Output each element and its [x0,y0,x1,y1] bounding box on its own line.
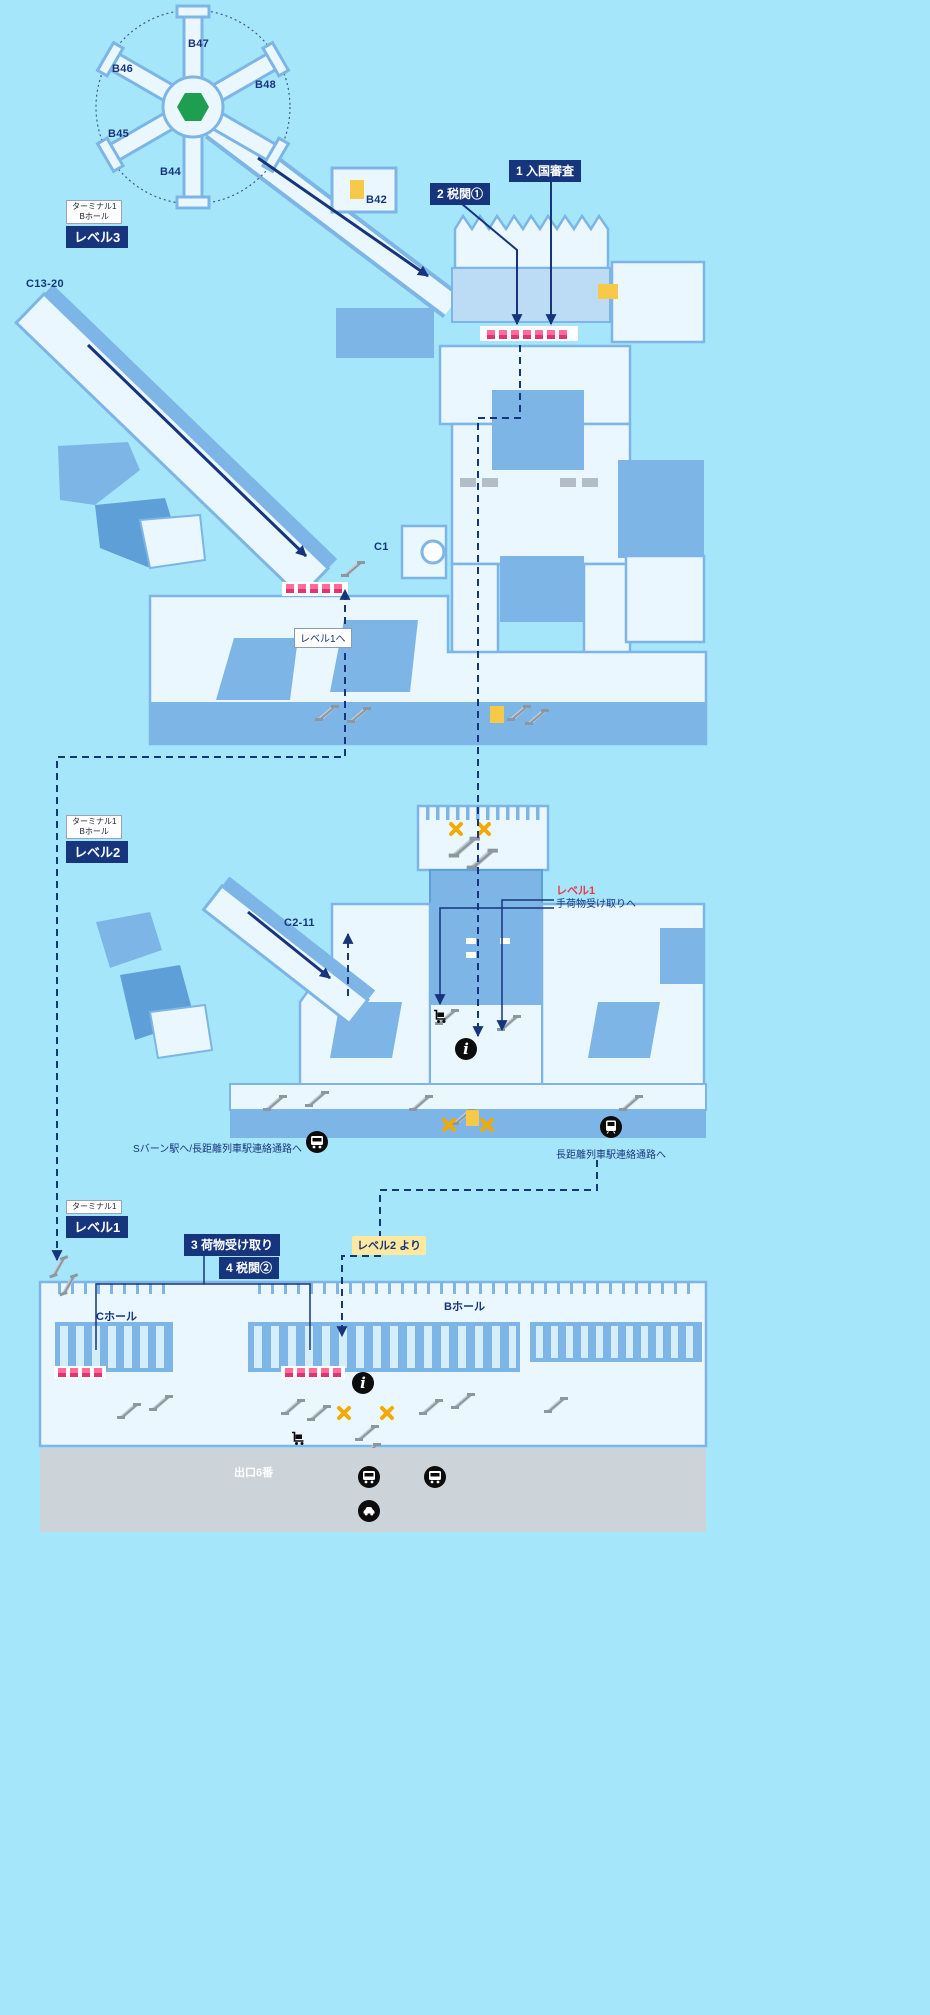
from-level2-note: レベル2 より [352,1236,426,1255]
terminal-tag-line1: ターミナル1 [72,1202,117,1211]
arrival-arrow-corridor [257,156,429,278]
baggage-note-level: レベル1 [556,885,596,897]
bus-icon [306,1131,328,1153]
pointer-customs1 [461,203,523,326]
info-icon: i [455,1038,477,1060]
train-icon [600,1116,622,1138]
elevator-right-wing [598,284,618,299]
info-glyph: i [360,1373,366,1392]
bus-icon [358,1466,380,1488]
level3-terminal-tag: ターミナル1 Bホール [66,200,123,224]
gate-label-b47: B47 [188,38,210,50]
gate-label-b48: B48 [255,79,277,91]
immigration-booths [480,326,578,341]
level3-tag: ターミナル1 Bホール レベル3 [66,200,129,248]
info-icon: i [352,1372,374,1394]
gate-label-c13-20: C13-20 [26,278,64,290]
baggage-claim-badge: 3 荷物受け取り [184,1234,281,1256]
baggage-claim-note: レベル1 手荷物受け取りへ [556,884,636,911]
pointer-badges-right [204,1283,311,1350]
pier-c13-20 [14,284,338,600]
level1-structures [38,1255,708,1532]
terminal-tag-line2: Bホール [79,212,109,221]
to-level1-note: レベル1へ [294,628,352,648]
escalator-icon [341,561,365,577]
level2-terminal-tag: ターミナル1 Bホール [66,815,123,839]
rotunda-sawtooth [453,213,610,270]
exit-6-label: 出口6番 [234,1467,274,1479]
escalator-icon [44,1255,73,1279]
baggage-cart-icon [290,1430,306,1451]
elevator-level2 [466,1110,479,1126]
gate-label-b45: B45 [108,128,130,140]
hall-c-label: Cホール [96,1311,137,1323]
terminal-tag-line1: ターミナル1 [72,817,117,826]
customs1-badge: 2 税関① [430,183,491,205]
level1-tag: ターミナル1 レベル1 [66,1200,129,1238]
star-concourse [95,4,291,210]
info-glyph: i [463,1039,469,1058]
route-dashed-immigration-to-level2 [472,345,521,1038]
pointer-badges-left [95,1253,205,1350]
baggage-cart-icon [432,1008,448,1029]
bus-icon [424,1466,446,1488]
level2-structures [96,804,707,1138]
baggage-note-text: 手荷物受け取りへ [556,899,636,911]
baggage-belts-c [55,1322,173,1372]
arrival-arrow-pier [86,343,308,558]
customs2-badge: 4 税関② [219,1257,280,1279]
pointer-baggage-note-b [434,907,554,1006]
sbahn-note: Sバーン駅へ/長距離列車駅連絡通路へ [133,1144,302,1155]
level1-terminal-tag: ターミナル1 [66,1200,123,1214]
level2-tag: ターミナル1 Bホール レベル2 [66,815,129,863]
c-security-booths [282,582,348,596]
level3-structures [14,4,708,746]
elevator-lower-band [490,706,504,723]
hall-b-label: Bホール [444,1301,485,1313]
car-icon [358,1500,380,1522]
elevator-b42 [350,180,364,199]
gate-label-c2-11: C2-11 [284,917,315,929]
gate-label-b42: B42 [366,194,388,206]
level2-level-tag: レベル2 [66,841,129,863]
gate-label-b44: B44 [160,166,182,178]
terminal-tag-line2: Bホール [79,827,109,836]
route-lines [51,182,598,1350]
route-dashed-level2-to-level1 [336,1160,598,1338]
gate-label-b46: B46 [112,63,134,75]
level1-level-tag: レベル1 [66,1216,129,1238]
customs-booths-c [54,1366,106,1379]
star-core-hexagon [177,93,209,121]
customs-booths-b [281,1366,345,1379]
baggage-belts-right [530,1322,702,1362]
pointer-baggage-note-a [496,899,554,1032]
baggage-belts-b [248,1322,520,1372]
immigration-badge: 1 入国審査 [509,160,582,182]
level3-level-tag: レベル3 [66,226,129,248]
terminal-tag-line1: ターミナル1 [72,202,117,211]
gate-label-c1: C1 [374,541,389,553]
long-distance-train-note: 長距離列車駅連絡通路へ [556,1150,666,1161]
